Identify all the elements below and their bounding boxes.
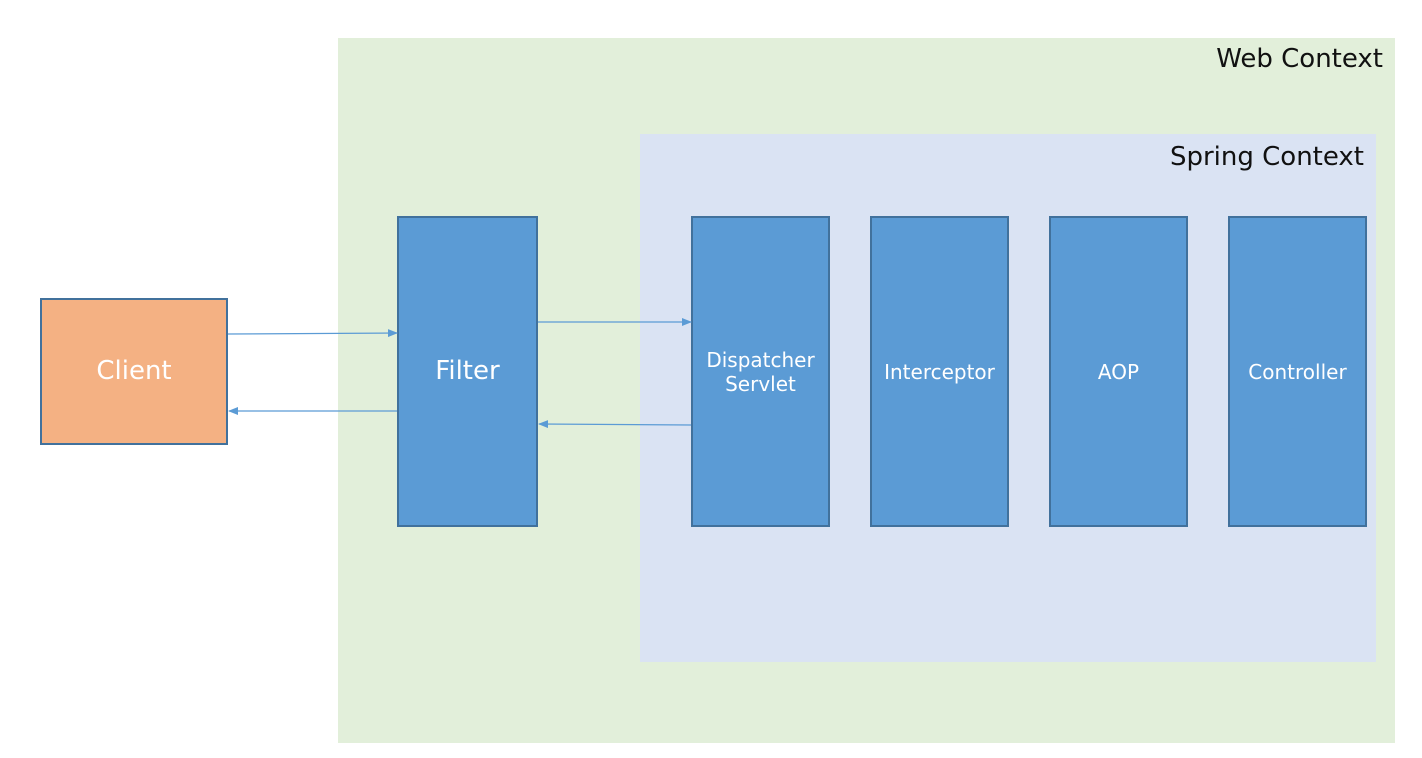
filter-node: Filter bbox=[397, 216, 538, 527]
controller-node: Controller bbox=[1228, 216, 1367, 527]
dispatcher-label-line1: Dispatcher bbox=[706, 347, 815, 372]
filter-label: Filter bbox=[435, 355, 500, 386]
client-label: Client bbox=[96, 355, 172, 386]
interceptor-node: Interceptor bbox=[870, 216, 1009, 527]
aop-label: AOP bbox=[1097, 359, 1140, 384]
controller-label: Controller bbox=[1248, 359, 1347, 384]
spring-context-label: Spring Context bbox=[1169, 142, 1364, 172]
interceptor-label: Interceptor bbox=[884, 359, 995, 384]
aop-node: AOP bbox=[1049, 216, 1188, 527]
dispatcher-label-line2: Servlet bbox=[725, 371, 796, 396]
client-node: Client bbox=[40, 298, 228, 445]
dispatcher-servlet-node: Dispatcher Servlet bbox=[691, 216, 830, 527]
web-context-label: Web Context bbox=[1216, 44, 1383, 74]
